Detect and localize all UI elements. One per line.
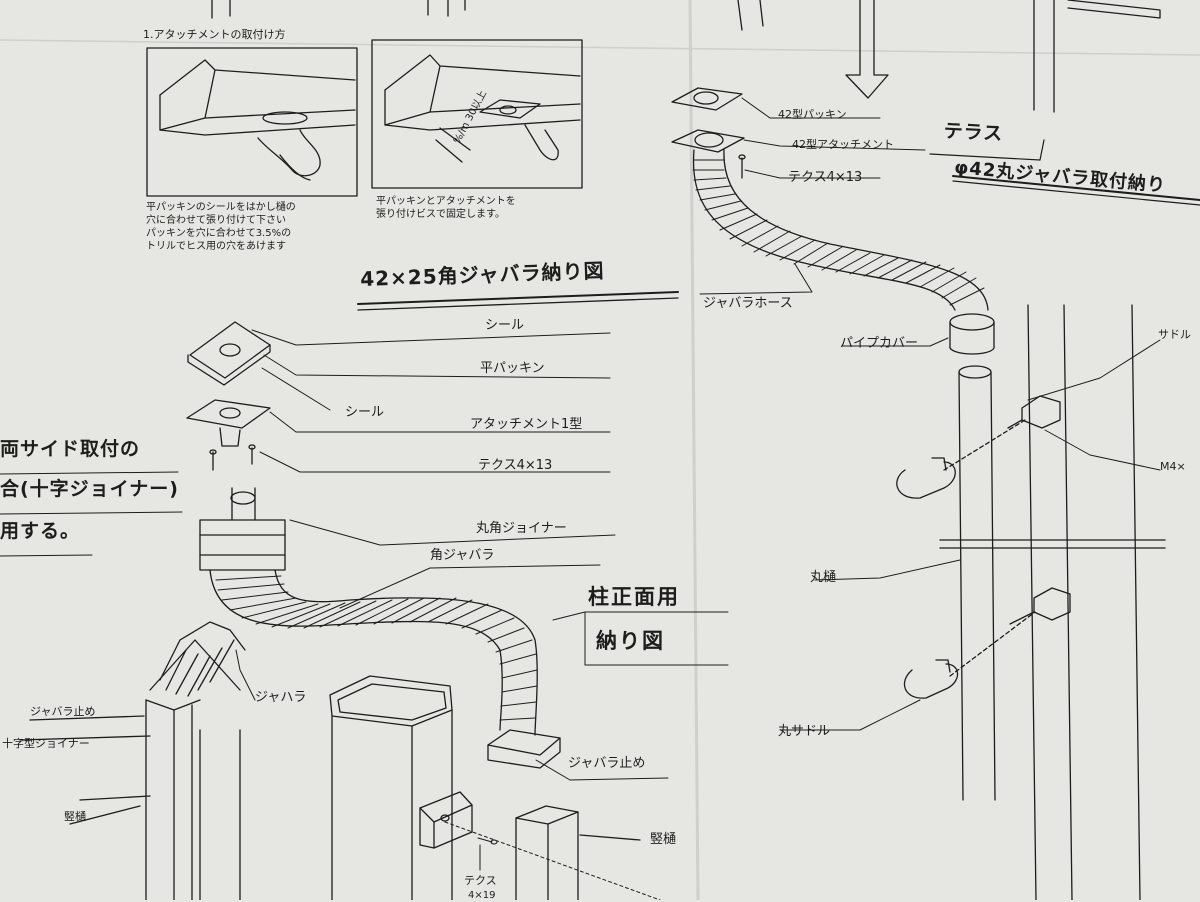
side-note-line1: 両サイド取付の	[0, 438, 141, 460]
label-joiner: 丸角ジョイナー	[476, 521, 567, 536]
label-attachment: アタッチメント1型	[470, 417, 583, 432]
label-pillar-downpipe: 竪樋	[650, 832, 677, 847]
attach-title: 1.アタッチメントの取付け方	[143, 28, 286, 41]
label-round-pipe: 丸樋	[810, 570, 837, 585]
label-pipe-cover: パイプカバー	[840, 336, 919, 351]
label-seal: シール	[485, 318, 525, 333]
pillar-downpipe	[515, 805, 641, 900]
pillar-title-line1: 柱正面用	[588, 585, 680, 609]
label-left-bellows: ジャハラ	[255, 690, 307, 705]
label-42-packing: 42型パッキン	[778, 108, 847, 121]
label-square-bellows: 角ジャバラ	[430, 548, 495, 563]
square-leaders	[235, 329, 669, 781]
saddle-lower	[903, 587, 1071, 699]
attachment-panel-left	[146, 47, 358, 197]
square-bellows	[209, 569, 538, 736]
pillar-title-box	[552, 611, 729, 666]
label-tex: テクス4×13	[478, 458, 553, 473]
label-left-downpipe: 竪樋	[64, 810, 86, 823]
pillar-screw	[444, 821, 661, 900]
label-round-tex: テクス4×13	[788, 170, 863, 185]
label-pillar-stopper: ジャバラ止め	[568, 756, 646, 771]
pillar-title-line2: 納り図	[596, 629, 665, 653]
round-leaders	[699, 97, 1161, 731]
jabara-stopper-part	[487, 729, 561, 769]
label-left-stopper: ジャバラ止め	[30, 705, 96, 718]
label-seal-2: シール	[345, 405, 385, 420]
left-downpipe	[19, 621, 246, 900]
label-pillar-tex: テクス	[464, 874, 497, 887]
side-note-lines	[0, 471, 183, 557]
attach-caption-right: 平パッキンとアタッチメントを 張り付けビスで固定します。	[376, 196, 516, 220]
round-parts	[671, 87, 746, 179]
label-m4: M4×	[1160, 460, 1186, 473]
side-note-line3: 用する。	[0, 520, 81, 542]
square-parts	[186, 321, 286, 571]
attach-caption-left: 平パッキンのシールをはかし樋の 穴に合わせて張り付けて下さい パッキンを穴に合わ…	[146, 202, 296, 252]
saddle-upper	[896, 395, 1061, 499]
down-arrow	[845, 0, 889, 99]
side-note-line2: 合(十字ジョイナー)	[0, 478, 179, 500]
round-pipe	[939, 365, 1166, 801]
square-title: 42×25角ジャバラ納り図	[359, 258, 605, 291]
label-saddle-top: サドル	[1158, 328, 1191, 341]
pillar-bracket	[419, 791, 473, 849]
label-cross-joiner: 十字型ジョイナー	[2, 737, 90, 750]
label-pillar-tex-size: 4×19	[468, 890, 496, 901]
label-terrace: テラス	[943, 120, 1004, 146]
square-title-underline	[357, 291, 679, 311]
round-hose-ribs	[692, 159, 985, 306]
pipe-cover-part	[949, 313, 995, 355]
label-42-attachment: 42型アタッチメント	[792, 138, 894, 151]
square-bellows-ribs	[215, 575, 538, 721]
column-lines	[1027, 304, 1141, 900]
top-fragments	[211, 0, 1161, 113]
label-round-saddle: 丸サドル	[778, 724, 831, 739]
attachment-panel-right	[371, 39, 583, 189]
label-flat-packing: 平パッキン	[480, 361, 545, 376]
terrace-marker	[929, 139, 1200, 206]
label-bellows-hose: ジャバラホース	[703, 296, 793, 311]
pillar-tube	[329, 675, 453, 900]
